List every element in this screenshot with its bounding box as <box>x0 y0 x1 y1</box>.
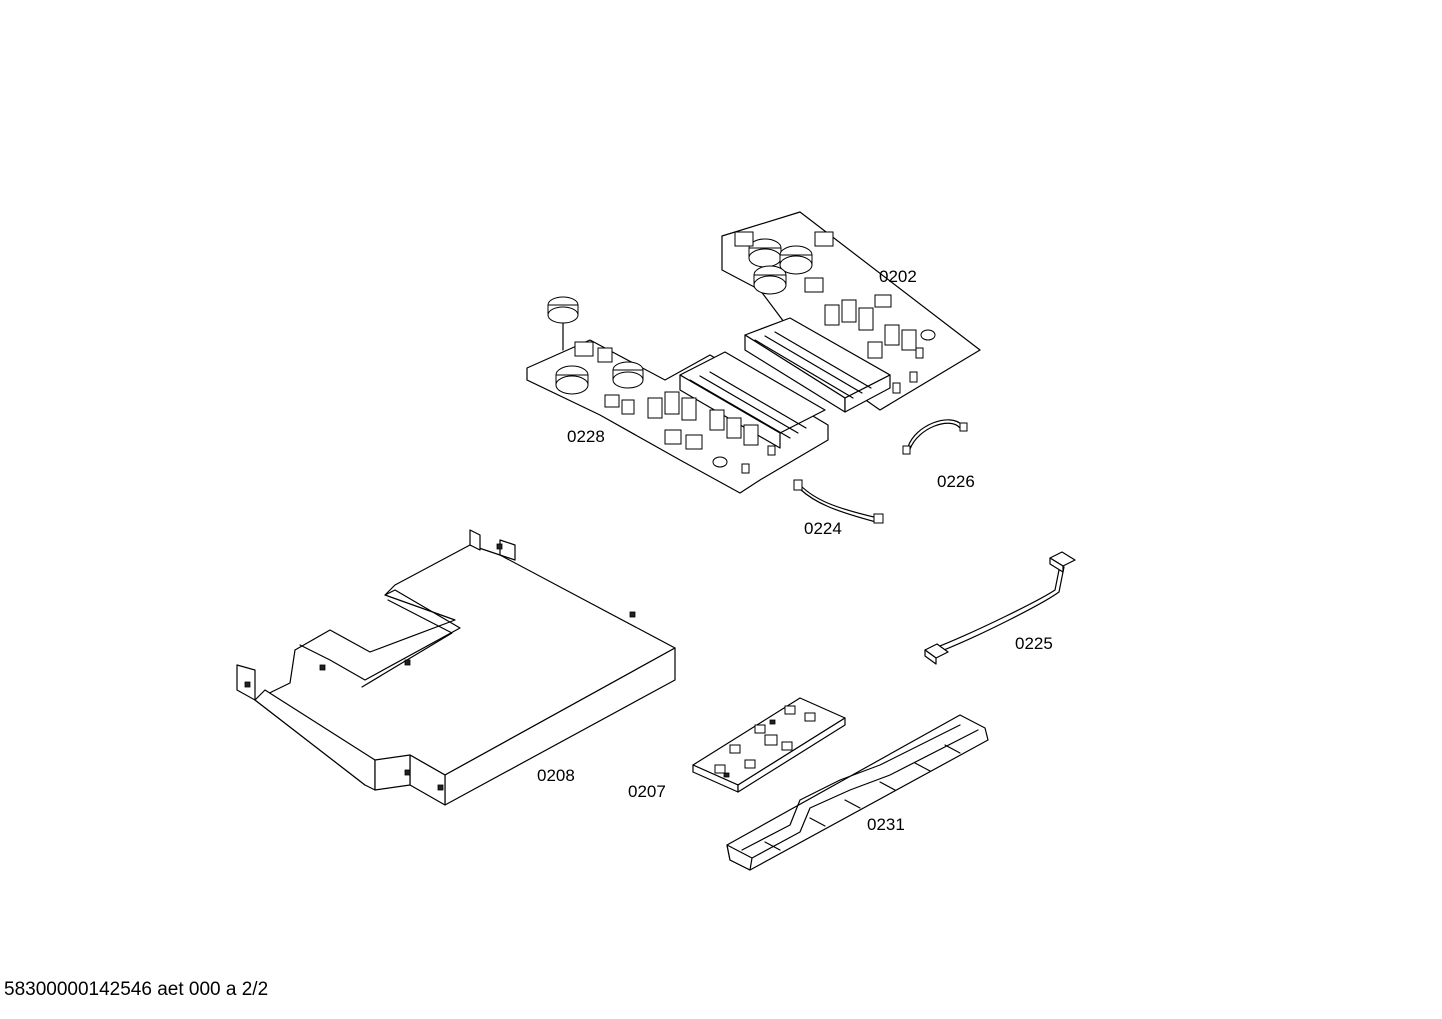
label-0202: 0202 <box>879 267 917 286</box>
label-0208: 0208 <box>537 766 575 785</box>
part-0231-frame[interactable] <box>726 714 989 871</box>
label-0226: 0226 <box>937 472 975 491</box>
part-0224-cable[interactable] <box>793 479 884 524</box>
part-0207-control-pcb[interactable] <box>692 697 846 793</box>
label-0225: 0225 <box>1015 634 1053 653</box>
label-0207: 0207 <box>628 782 666 801</box>
label-0224: 0224 <box>804 519 842 538</box>
part-0226-cable[interactable] <box>902 419 968 455</box>
coil-icon <box>748 238 813 295</box>
label-0231: 0231 <box>867 815 905 834</box>
part-0228-power-board[interactable] <box>526 296 829 494</box>
coil-icon <box>547 296 644 395</box>
part-0202-power-board[interactable] <box>721 211 981 413</box>
label-0228: 0228 <box>567 427 605 446</box>
part-0208-tray[interactable] <box>236 529 676 806</box>
part-0225-cable[interactable] <box>924 551 1076 665</box>
document-id-footer: 58300000142546 aet 000 a 2/2 <box>4 979 269 1000</box>
